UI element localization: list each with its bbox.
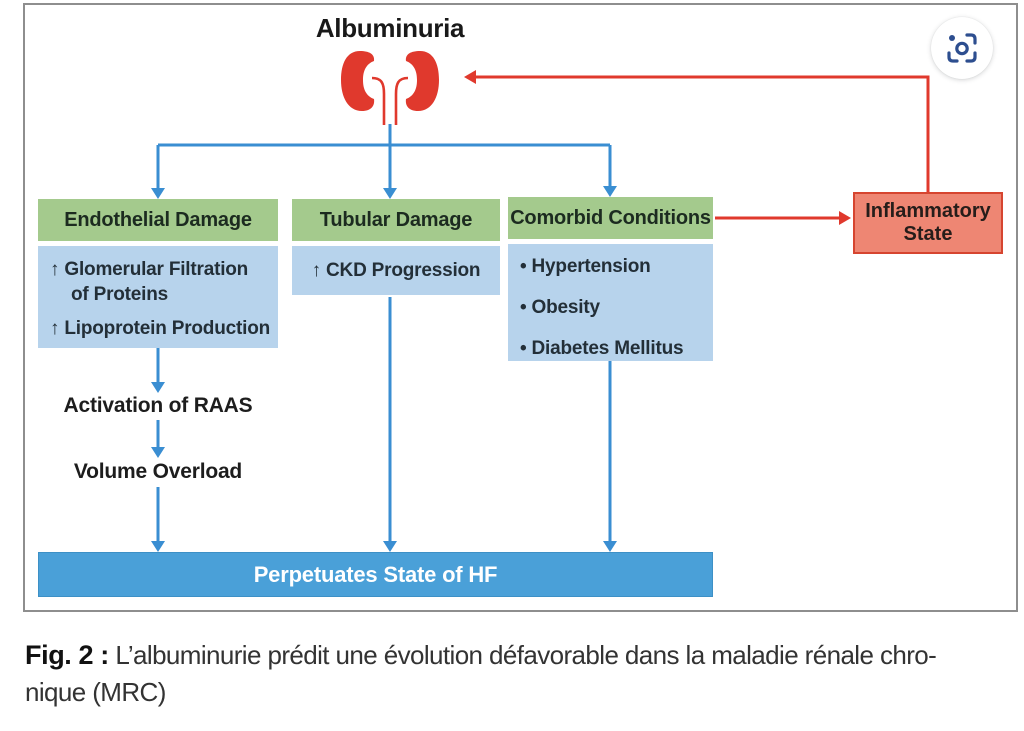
- endothelial-panel: ↑ Glomerular Filtration of Proteins ↑ Li…: [38, 246, 278, 348]
- comorbid-panel: • Hypertension • Obesity • Diabetes Mell…: [508, 244, 713, 361]
- caption-line-2: nique (MRC): [25, 677, 166, 707]
- albuminuria-title: Albuminuria: [315, 13, 465, 43]
- caption-line-1: Fig. 2 : L’albuminurie prédit une évolut…: [25, 637, 1017, 674]
- panel-line: • Diabetes Mellitus: [520, 338, 684, 359]
- perpetuates-hf-bar: Perpetuates State of HF: [38, 552, 713, 597]
- panel-line: ↑ Lipoprotein Production: [50, 318, 271, 339]
- panel-line: ↑ CKD Progression: [311, 260, 481, 281]
- panel-line: • Hypertension: [520, 256, 651, 277]
- caption-text: L’albuminurie prédit une évolution défav…: [108, 640, 937, 670]
- caption-label: Fig. 2 :: [25, 640, 109, 670]
- activation-raas-label: Activation of RAAS: [63, 394, 253, 417]
- figure-caption: Fig. 2 : L’albuminurie prédit une évolut…: [25, 637, 1017, 711]
- lens-icon: [947, 33, 977, 63]
- screenshot-search-button[interactable]: [931, 17, 993, 79]
- comorbid-conditions-header: Comorbid Conditions: [508, 197, 713, 239]
- panel-line: • Obesity: [520, 297, 600, 318]
- panel-line: of Proteins: [71, 284, 169, 305]
- panel-line: ↑ Glomerular Filtration: [50, 259, 249, 280]
- kidneys-icon: [341, 51, 439, 125]
- endothelial-damage-header: Endothelial Damage: [38, 199, 278, 241]
- tubular-panel: ↑ CKD Progression: [292, 246, 500, 295]
- inflammatory-state-box: Inflammatory State: [853, 192, 1003, 254]
- tubular-damage-header: Tubular Damage: [292, 199, 500, 241]
- volume-overload-label: Volume Overload: [73, 460, 243, 483]
